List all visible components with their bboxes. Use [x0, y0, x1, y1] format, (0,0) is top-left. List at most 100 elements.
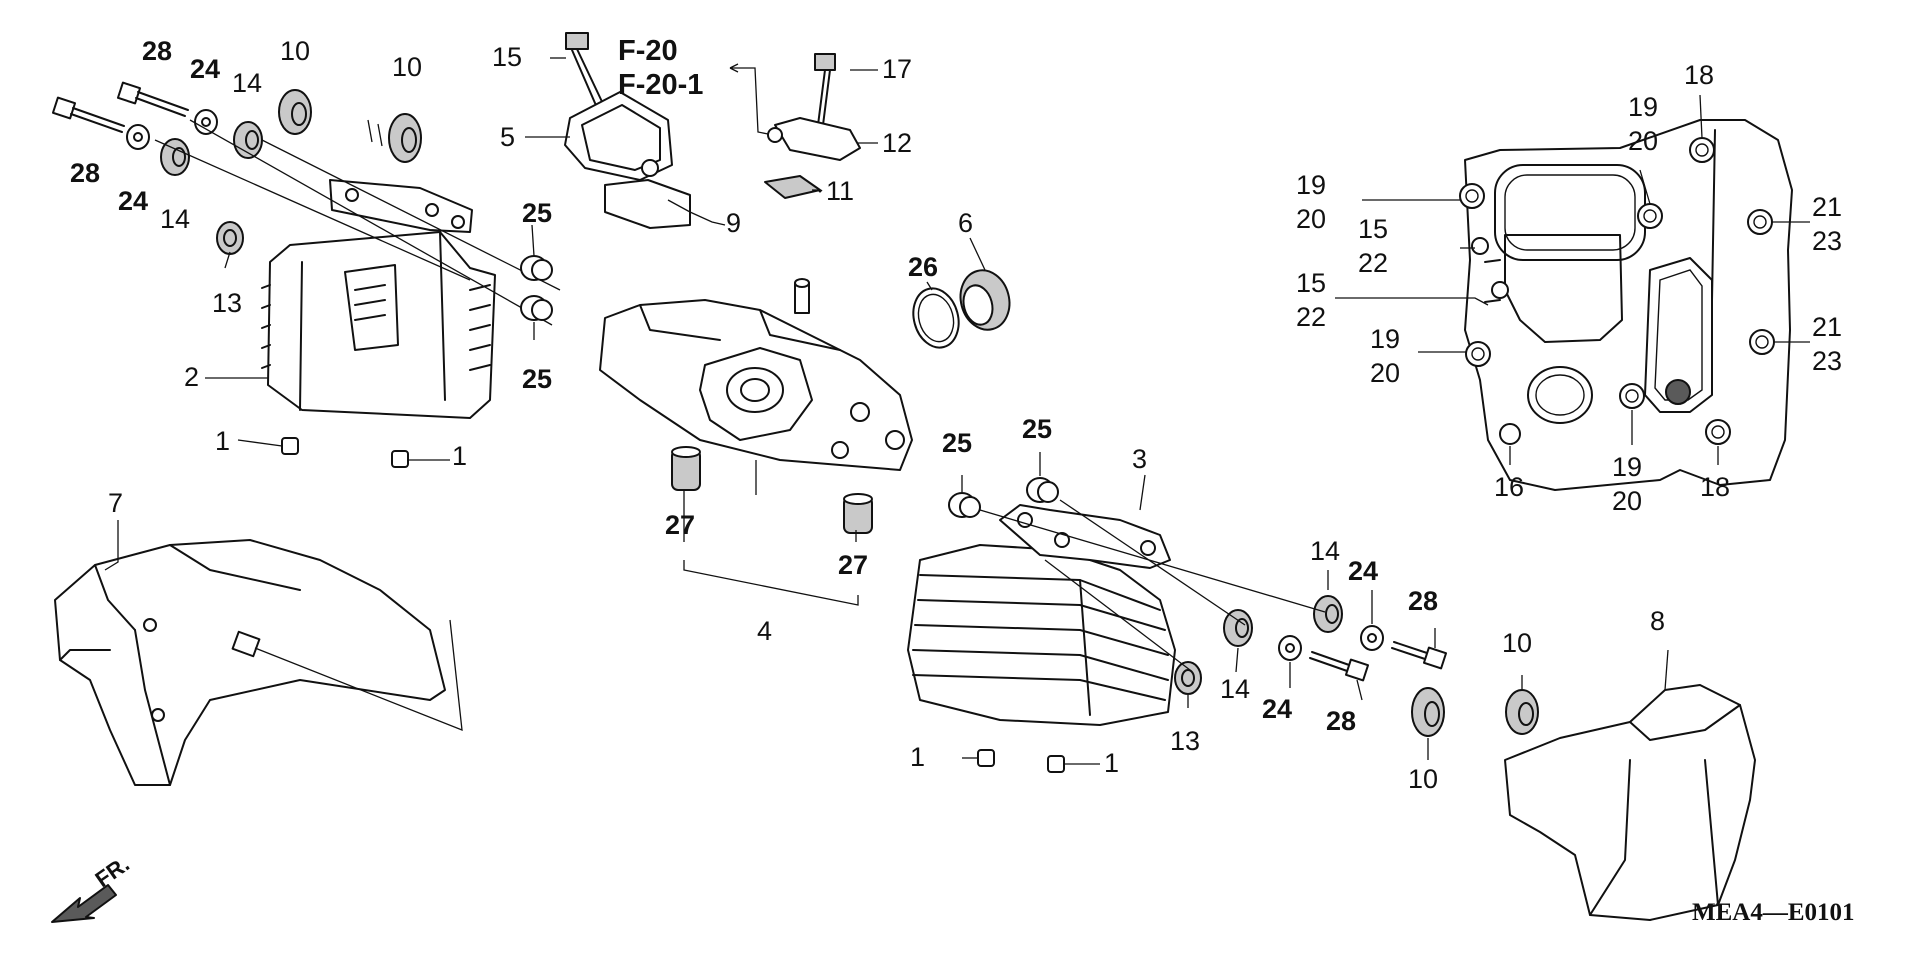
part-14-collar-right: [1313, 595, 1343, 633]
part-11-gasket: [764, 175, 821, 199]
part-25-collar-center-a: [948, 492, 981, 518]
callout-1: 1: [910, 742, 925, 772]
part-25-collar-center-b: [1026, 477, 1059, 503]
callout-5: 5: [500, 122, 515, 152]
front-direction-arrow: [51, 884, 117, 923]
callout-11: 11: [826, 176, 854, 206]
part-28-bolt-left-upper: [116, 81, 189, 117]
part-25-collar-left-lower: [520, 295, 553, 321]
part-25-collar-left-upper: [520, 255, 553, 281]
callout-23: 23: [1812, 346, 1842, 376]
callout-18: 18: [1700, 472, 1730, 502]
callout-10: 10: [1408, 764, 1438, 794]
part-15-bolt-top: [565, 32, 606, 111]
callout-14: 14: [1310, 536, 1340, 566]
part-1-nut-center-b: [1047, 755, 1065, 773]
part-14-collar-center: [1223, 609, 1253, 647]
callout-13: 13: [1170, 726, 1200, 756]
callout-4: 4: [757, 616, 772, 646]
diagram-code: MEA4—E0101: [1692, 899, 1855, 926]
part-24-washer-left-upper: [194, 109, 218, 135]
part-26-o-ring: [912, 287, 960, 349]
callout-17: 17: [882, 54, 912, 84]
callout-21: 21: [1812, 312, 1842, 342]
callout-10: 10: [280, 36, 310, 66]
gasket-plate: [1459, 119, 1793, 491]
part-6-cap: [959, 269, 1011, 331]
part-27-dowel-left: [671, 446, 701, 491]
part-3-front-cylinder-cover: [907, 504, 1176, 726]
part-8-front-cover: [1504, 684, 1756, 921]
callout-19: 19: [1370, 324, 1400, 354]
callout-19: 19: [1296, 170, 1326, 200]
part-1-nut-left-b: [391, 450, 409, 468]
callout-25: 25: [1022, 414, 1052, 444]
callout-20: 20: [1296, 204, 1326, 234]
front-marker: FR.: [91, 851, 134, 892]
part-10-grommet-left-b: [388, 113, 422, 163]
part-14-collar-left-lower: [160, 138, 190, 176]
reference-f-20-1: F-20-1: [618, 69, 703, 101]
callout-1: 1: [452, 441, 467, 471]
callout-15: 15: [492, 42, 522, 72]
part-10-grommet-left-a: [278, 89, 312, 135]
callout-27: 27: [838, 550, 868, 580]
callout-25: 25: [522, 364, 552, 394]
part-28-bolt-right: [1391, 641, 1448, 670]
part-4-cylinder-head: [599, 278, 913, 471]
callout-28: 28: [142, 36, 172, 66]
callout-20: 20: [1612, 486, 1642, 516]
leader-lines: [104, 57, 1810, 765]
callout-15: 15: [1358, 214, 1388, 244]
part-13-grommet-left: [216, 221, 244, 255]
callout-14: 14: [160, 204, 190, 234]
callout-20: 20: [1628, 126, 1658, 156]
callout-6: 6: [958, 208, 973, 238]
part-10-grommet-right: [1505, 689, 1539, 735]
part-9-gasket: [604, 179, 691, 229]
callout-28: 28: [70, 158, 100, 188]
part-24-washer-center: [1278, 635, 1302, 661]
callout-28: 28: [1326, 706, 1356, 736]
callout-22: 22: [1296, 302, 1326, 332]
part-24-washer-left-lower: [126, 124, 150, 150]
part-2-rear-cylinder-cover: [261, 179, 496, 419]
part-13-grommet-center: [1174, 661, 1202, 695]
part-28-bolt-left-lower: [51, 96, 125, 133]
callout-8: 8: [1650, 606, 1665, 636]
callout-24: 24: [190, 54, 220, 84]
callout-20: 20: [1370, 358, 1400, 388]
callout-19: 19: [1612, 452, 1642, 482]
part-28-bolt-center: [1309, 651, 1370, 682]
part-24-washer-right: [1360, 625, 1384, 651]
callout-25: 25: [522, 198, 552, 228]
callout-2: 2: [184, 362, 199, 392]
callout-28: 28: [1408, 586, 1438, 616]
callout-16: 16: [1494, 472, 1524, 502]
callout-9: 9: [726, 208, 741, 238]
part-5-breather-cover: [564, 91, 673, 181]
callout-12: 12: [882, 128, 912, 158]
part-7-side-cover: [54, 539, 446, 786]
callout-21: 21: [1812, 192, 1842, 222]
callout-1: 1: [215, 426, 230, 456]
callout-24: 24: [1348, 556, 1378, 586]
part-17-bolt: [814, 53, 836, 126]
callout-labels: 1 1 2 13 25 25 28 28 24 24 14 14 10 10 7…: [70, 35, 1855, 926]
callout-24: 24: [1262, 694, 1292, 724]
callout-10: 10: [1502, 628, 1532, 658]
callout-25: 25: [942, 428, 972, 458]
callout-18: 18: [1684, 60, 1714, 90]
callout-15: 15: [1296, 268, 1326, 298]
callout-23: 23: [1812, 226, 1842, 256]
callout-22: 22: [1358, 248, 1388, 278]
callout-24: 24: [118, 186, 148, 216]
reference-f-20: F-20: [618, 35, 678, 67]
callout-14: 14: [1220, 674, 1250, 704]
callout-26: 26: [908, 252, 938, 282]
callout-19: 19: [1628, 92, 1658, 122]
part-1-nut-center-a: [977, 749, 995, 767]
callout-3: 3: [1132, 444, 1147, 474]
